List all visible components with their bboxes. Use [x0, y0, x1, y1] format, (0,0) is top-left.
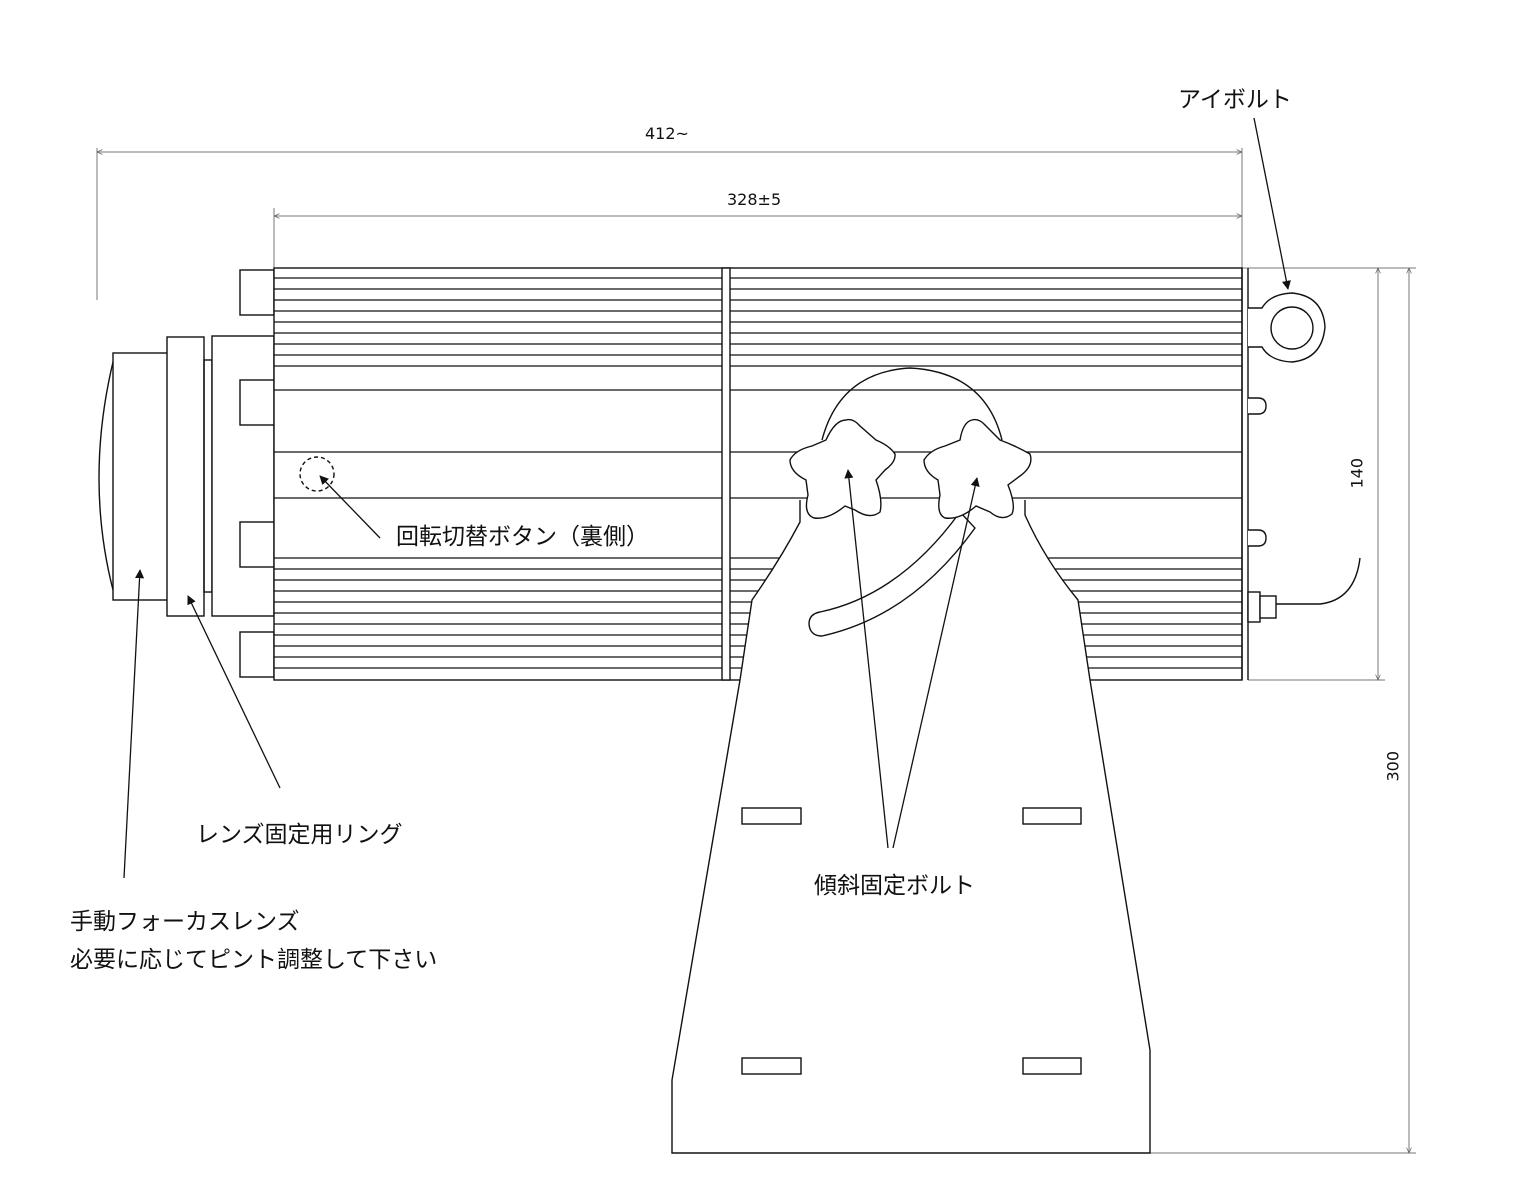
body-length-label: 328±5: [727, 190, 782, 209]
focus-lens: [98, 352, 169, 601]
lens-ring-leader: [187, 595, 281, 789]
rotation-switch-leader: [319, 475, 381, 539]
lens-ring-label: レンズ固定用リング: [196, 822, 403, 848]
eye-bolt-leader: [1253, 117, 1291, 290]
front-plate: [211, 335, 275, 617]
rotation-switch-label: 回転切替ボタン（裏側）: [396, 524, 649, 550]
lens-fixing-ring: [166, 336, 213, 617]
eye-bolt: [1248, 292, 1326, 363]
rear-studs: [1248, 397, 1267, 547]
eye-bolt-label: アイボルト: [1178, 87, 1292, 113]
focus-lens-label-line2: 必要に応じてピント調整して下さい: [70, 947, 438, 973]
tilt-bolt-leader-left: [844, 469, 889, 849]
tilt-bolt-leader-right: [892, 477, 980, 849]
tilt-bolt-left: [789, 418, 896, 519]
body-height-label: 140: [1347, 457, 1367, 489]
total-height-label: 300: [1383, 750, 1403, 782]
overall-length-label: 412~: [645, 124, 689, 143]
dimension-lines: [97, 148, 1416, 1153]
tilt-bolt-right: [923, 418, 1032, 519]
cable-gland: [1247, 557, 1361, 623]
focus-lens-leader: [123, 569, 145, 879]
rotation-switch-marker: [299, 456, 335, 492]
mounting-bracket: [671, 367, 1151, 1154]
tilt-bolt-label: 傾斜固定ボルト: [814, 873, 975, 899]
leader-lines: [123, 117, 1291, 879]
front-tabs: [239, 269, 275, 678]
focus-lens-label-line1: 手動フォーカスレンズ: [70, 909, 300, 935]
